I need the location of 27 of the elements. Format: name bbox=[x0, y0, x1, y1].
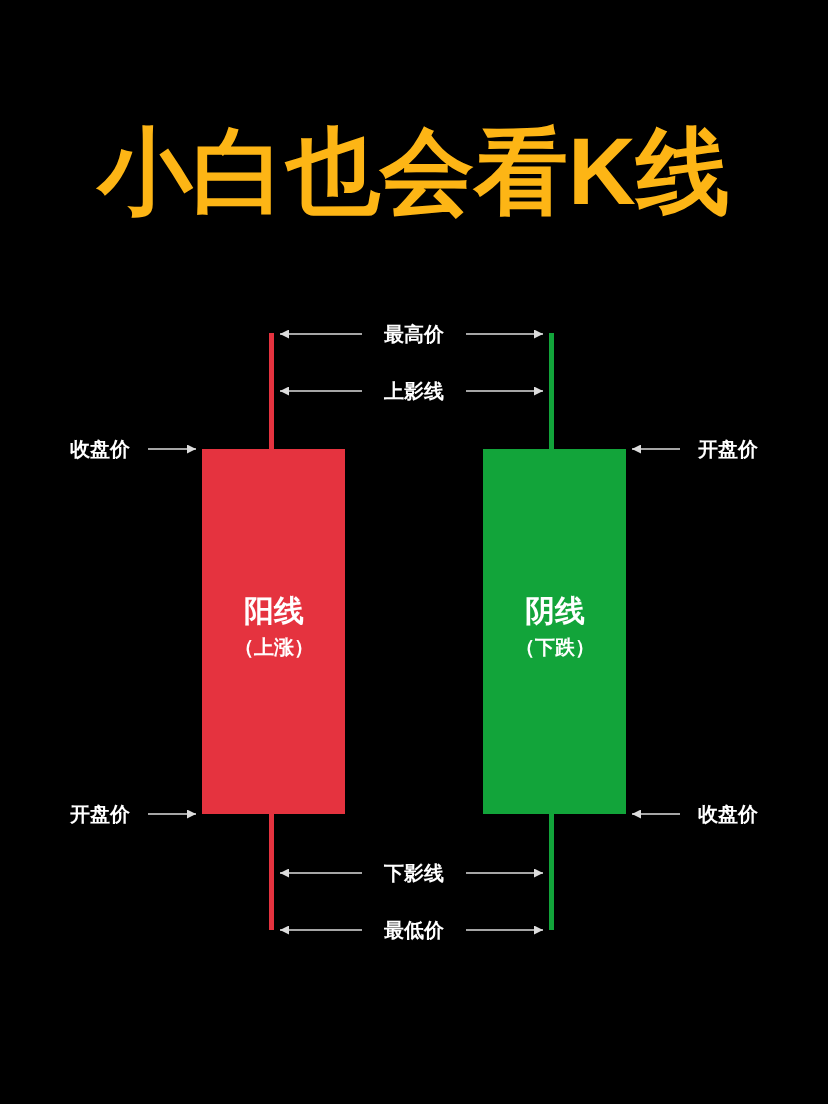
arrow bbox=[465, 868, 544, 878]
arrow bbox=[279, 925, 363, 935]
price-label: 开盘价 bbox=[60, 801, 140, 827]
candle-body bbox=[483, 449, 626, 814]
title: 小白也会看K线 bbox=[95, 118, 731, 226]
candle-body bbox=[202, 449, 345, 814]
arrow bbox=[465, 925, 544, 935]
arrow bbox=[631, 809, 681, 819]
price-label: 收盘价 bbox=[688, 801, 768, 827]
price-label: 最高价 bbox=[370, 321, 458, 347]
arrow bbox=[279, 868, 363, 878]
candle-name: 阴线 bbox=[524, 592, 585, 629]
price-label: 最低价 bbox=[370, 917, 458, 943]
price-label: 收盘价 bbox=[60, 436, 140, 462]
candle-note: （上涨） bbox=[233, 634, 314, 660]
candle-note: （下跌） bbox=[514, 634, 595, 660]
price-label: 下影线 bbox=[370, 860, 458, 886]
arrow bbox=[147, 809, 197, 819]
arrow bbox=[465, 329, 544, 339]
arrow bbox=[465, 386, 544, 396]
arrow bbox=[279, 329, 363, 339]
price-label: 上影线 bbox=[370, 378, 458, 404]
candle-name: 阳线 bbox=[243, 592, 304, 629]
price-label: 开盘价 bbox=[688, 436, 768, 462]
arrow bbox=[147, 444, 197, 454]
arrow bbox=[631, 444, 681, 454]
arrow bbox=[279, 386, 363, 396]
